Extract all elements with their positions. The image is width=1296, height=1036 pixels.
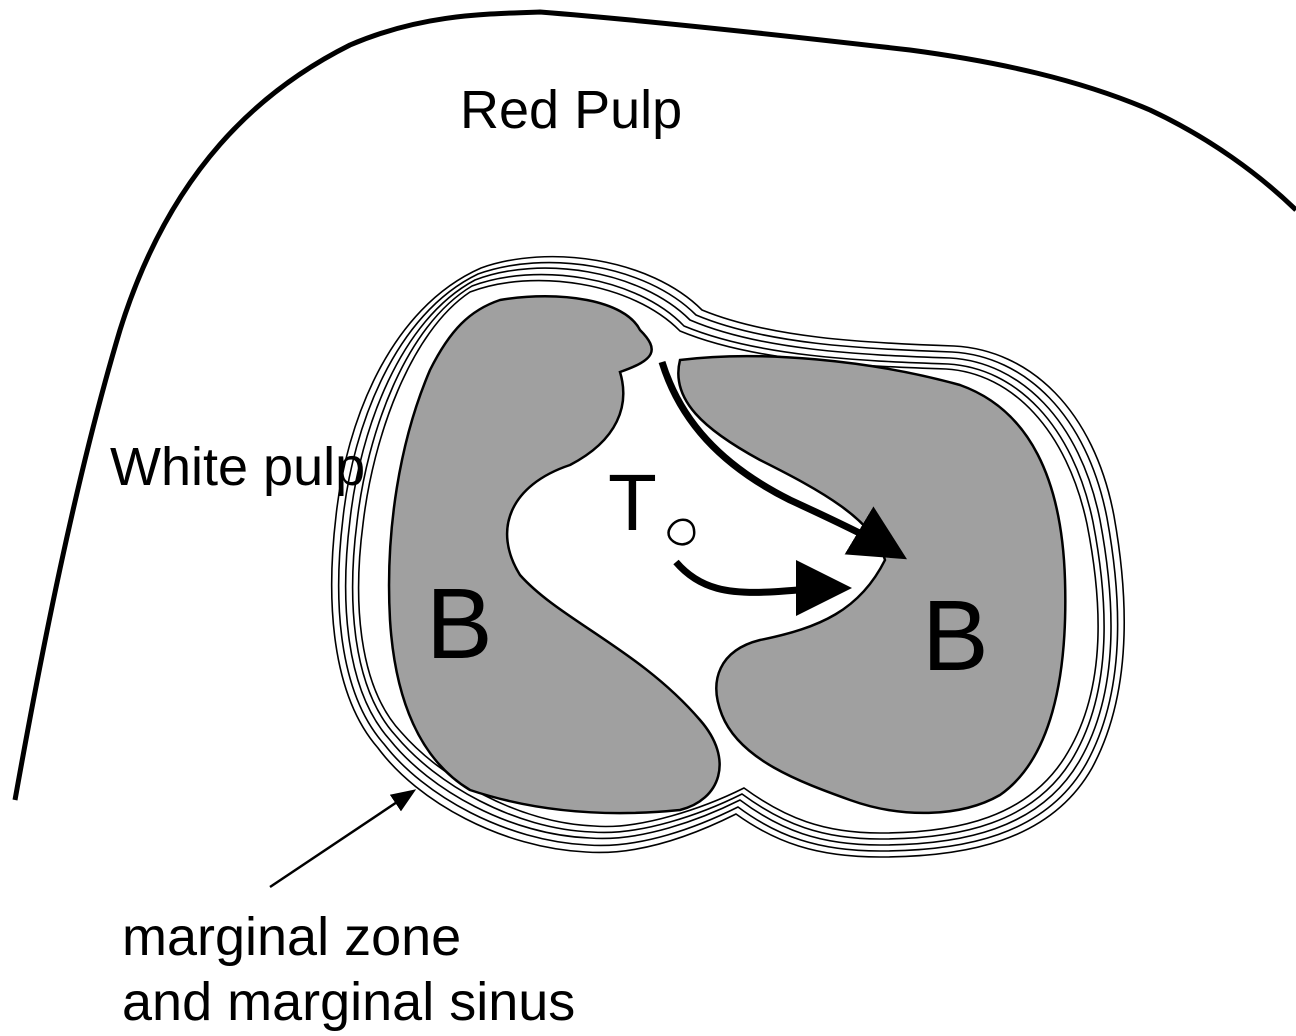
b-follicle-left — [389, 296, 720, 813]
white-pulp-label: White pulp — [110, 437, 365, 497]
b-follicle-left-label: B — [426, 568, 493, 680]
b-follicle-right — [678, 356, 1065, 813]
marginal-zone-pointer — [270, 792, 412, 887]
migration-arrow-lower — [676, 562, 838, 592]
t-zone-label: T — [608, 458, 657, 547]
b-follicle-right-label: B — [922, 580, 989, 692]
red-pulp-label: Red Pulp — [460, 80, 682, 140]
marginal-zone-label-line2: and marginal sinus — [122, 972, 575, 1032]
t-cell-icon — [669, 520, 695, 545]
marginal-zone-label-line1: marginal zone — [122, 907, 461, 967]
